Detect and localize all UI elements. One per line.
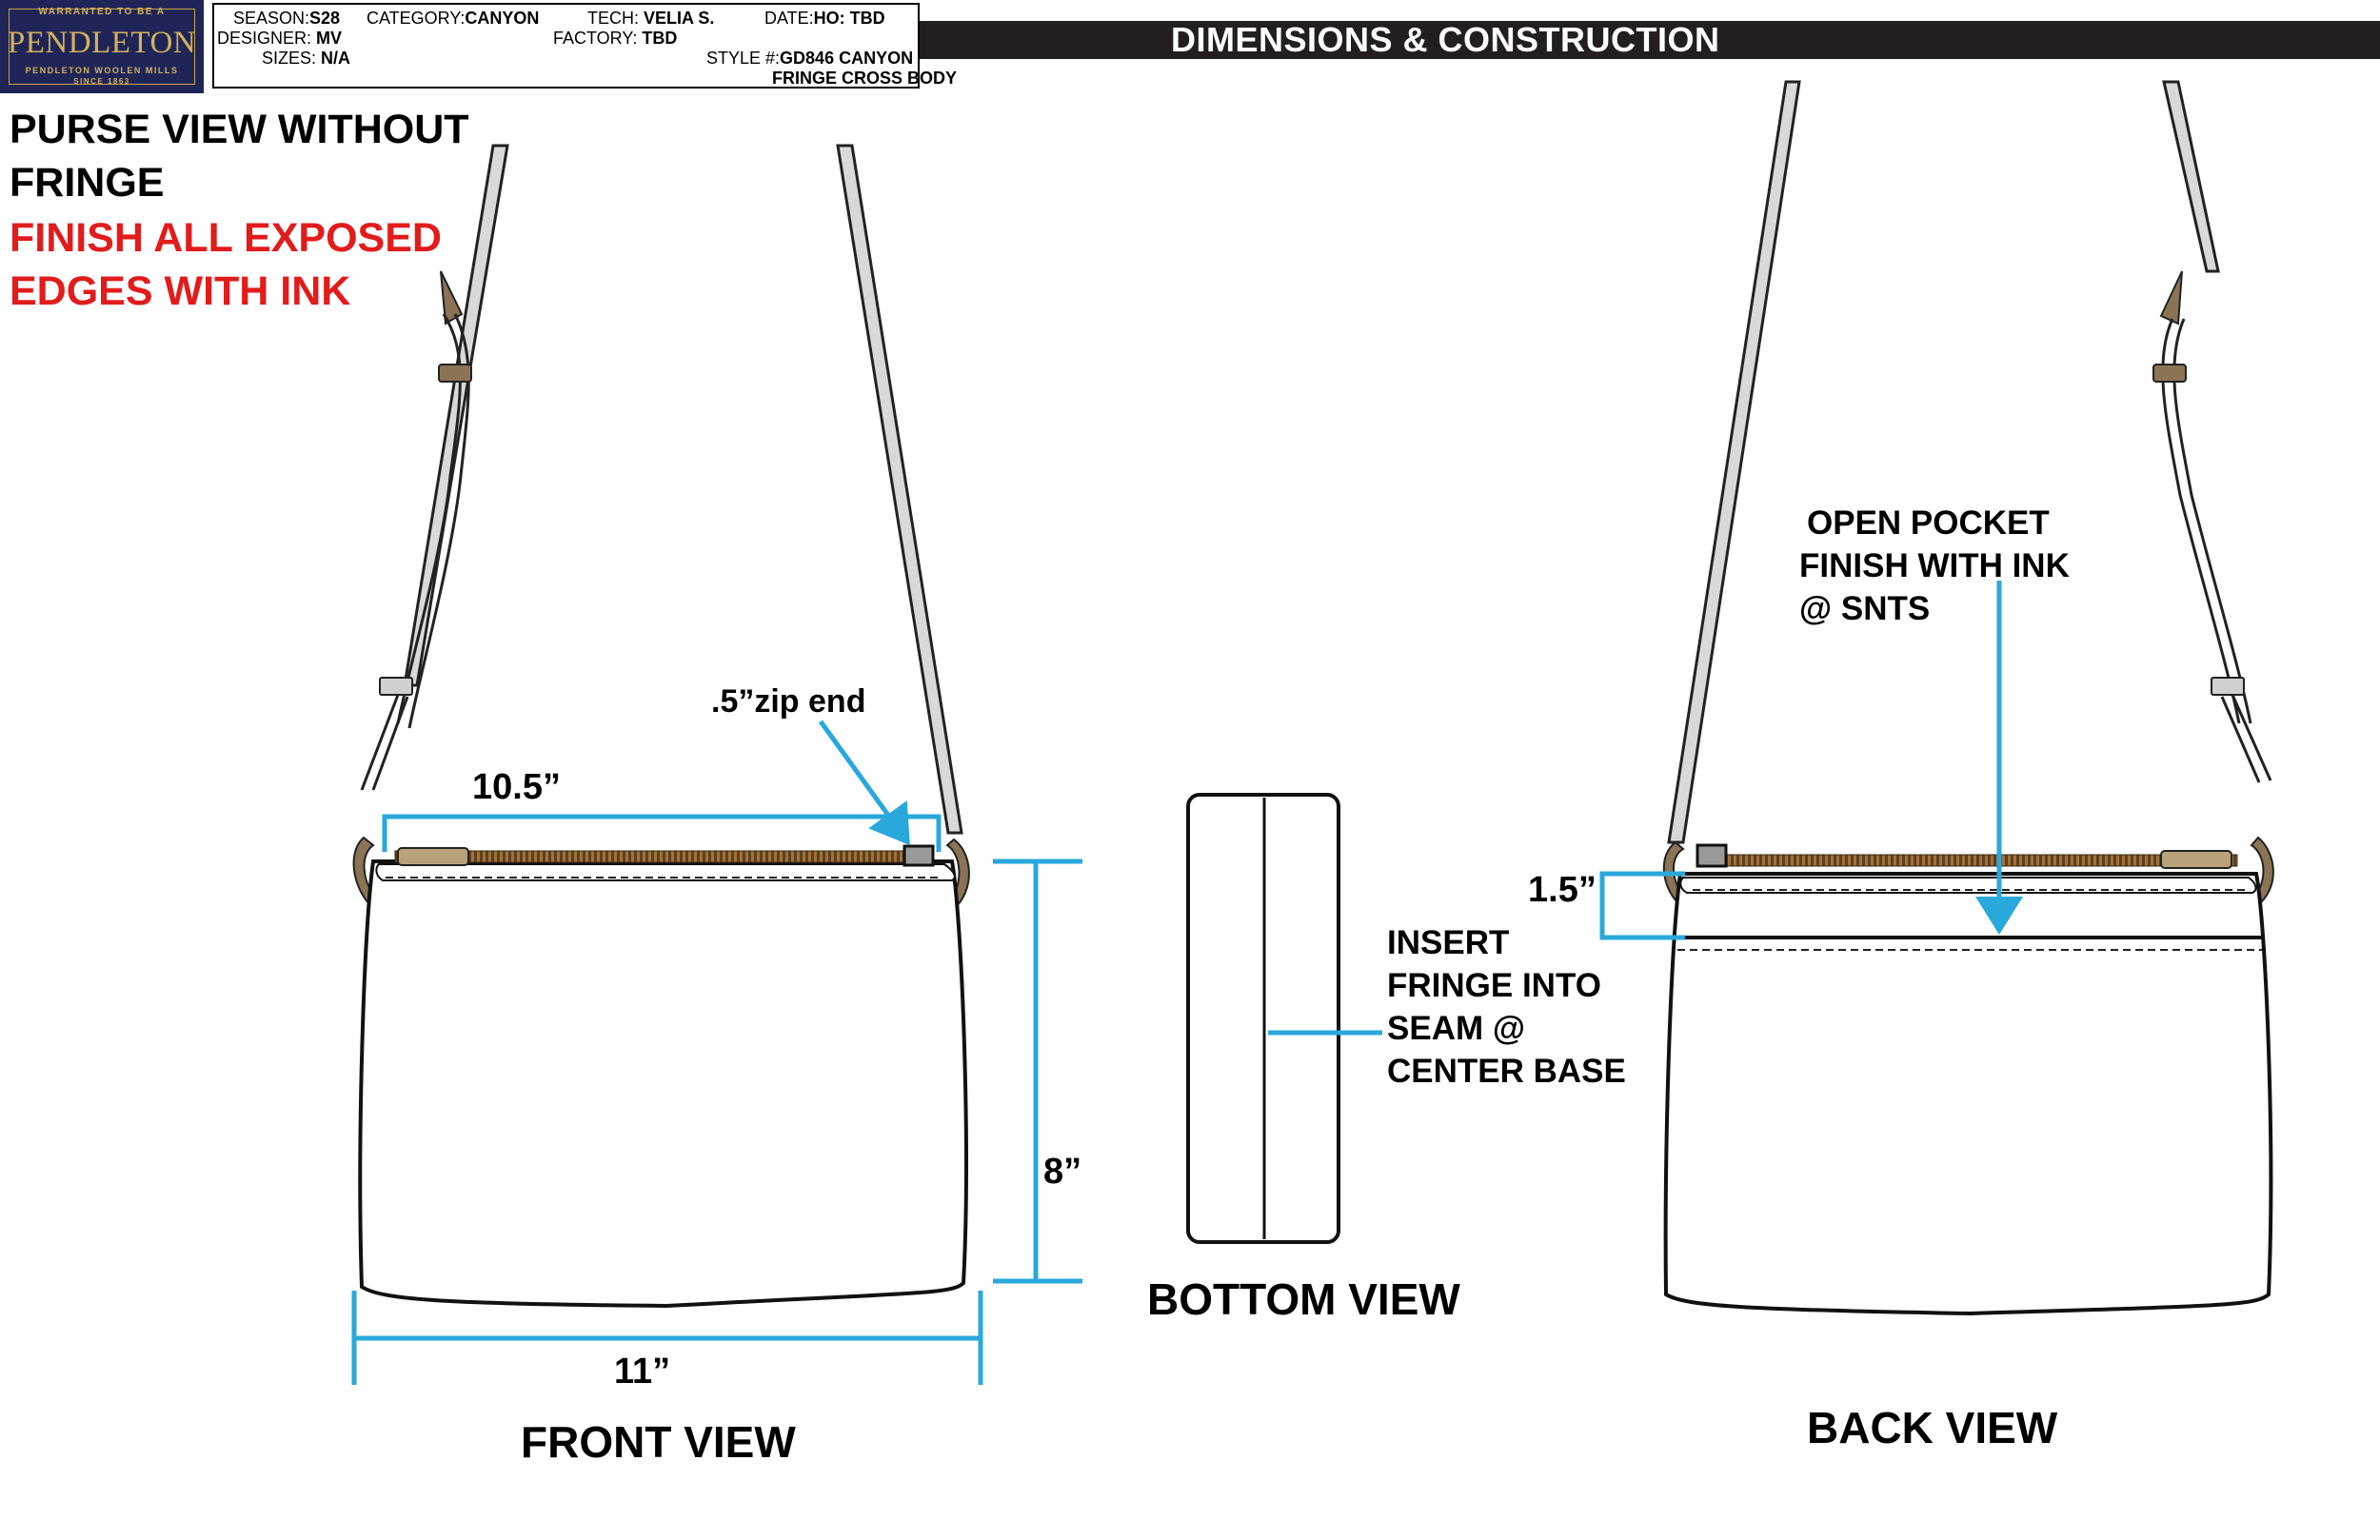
- front-left-strap: [360, 144, 509, 791]
- date-field: DATE:HO: TBD: [764, 9, 885, 28]
- logo-border: [9, 9, 195, 85]
- fringe-callout-text: INSERT FRINGE INTO SEAM @ CENTER BASE: [1387, 921, 1626, 1093]
- logo-since-text: SINCE 1863: [73, 77, 130, 86]
- front-zipper: [394, 850, 924, 863]
- zip-end-tab: [902, 844, 935, 867]
- bottom-view-drawing: [1186, 793, 1382, 1244]
- back-view-drawing: [1599, 80, 2274, 1316]
- top-width-dimension-line: [382, 814, 942, 852]
- logo-brand-text: PENDLETON: [7, 26, 197, 60]
- back-zipper: [1703, 854, 2238, 867]
- logo-warranted-text: WARRANTED TO BE A: [38, 7, 166, 17]
- section-title-bar: DIMENSIONS & CONSTRUCTION: [920, 21, 2380, 59]
- logo-mills-text: PENDLETON WOOLEN MILLS: [25, 66, 179, 75]
- bottom-width-label: 11”: [614, 1352, 671, 1392]
- section-title: DIMENSIONS & CONSTRUCTION: [1171, 20, 1720, 59]
- style-field-line2: FRINGE CROSS BODY: [772, 69, 958, 88]
- top-width-label: 10.5”: [472, 767, 561, 807]
- zip-end-label: .5”zip end: [711, 683, 866, 720]
- note-line-2: FRINGE: [10, 160, 165, 206]
- factory-field: FACTORY: TBD: [553, 29, 678, 48]
- front-right-strap: [836, 144, 963, 835]
- season-field: SEASON:S28: [233, 9, 341, 28]
- bottom-view-label: BOTTOM VIEW: [1147, 1274, 1460, 1324]
- fringe-callout-line-4: CENTER BASE: [1387, 1053, 1626, 1090]
- spec-info-box: SEASON:S28 CATEGORY:CANYON TECH: VELIA S…: [212, 3, 957, 89]
- height-label: 8”: [1043, 1152, 1082, 1192]
- front-view-label: FRONT VIEW: [521, 1417, 796, 1467]
- zipper-pull: [397, 847, 469, 866]
- pocket-callout-line-1: OPEN POCKET: [1807, 504, 2050, 542]
- pendleton-logo: WARRANTED TO BE A PENDLETON PENDLETON WO…: [0, 0, 204, 93]
- style-field: STYLE #:GD846 CANYON: [706, 49, 914, 68]
- fringe-callout-line-3: SEAM @: [1387, 1010, 1525, 1047]
- category-field: CATEGORY:CANYON: [367, 9, 540, 28]
- zip-end-arrow: [818, 720, 910, 846]
- note-red-line-1: FINISH ALL EXPOSED: [10, 215, 442, 261]
- designer-field: DESIGNER: MV: [217, 29, 343, 48]
- sizes-field: SIZES: N/A: [262, 49, 351, 68]
- note-line-1: PURSE VIEW WITHOUT: [10, 107, 469, 152]
- front-bag-body: [358, 859, 968, 1309]
- back-left-strap: [1667, 80, 1801, 844]
- pocket-callout-line-2: FINISH WITH INK: [1799, 547, 2070, 584]
- pocket-depth-dimension-line: [1599, 871, 1685, 940]
- pocket-callout-line-3: @ SNTS: [1799, 590, 1931, 627]
- back-view-label: BACK VIEW: [1807, 1403, 2058, 1452]
- tech-field: TECH: VELIA S.: [587, 9, 715, 28]
- fringe-callout-line-2: FRINGE INTO: [1387, 967, 1601, 1004]
- front-view-drawing: [351, 144, 1082, 1385]
- back-right-strap: [2152, 80, 2272, 783]
- fringe-callout-line-1: INSERT: [1387, 924, 1510, 961]
- pocket-callout-text: OPEN POCKET FINISH WITH INK @ SNTS: [1799, 502, 2070, 630]
- back-bag-body: [1663, 872, 2273, 1316]
- note-red-line-2: EDGES WITH INK: [10, 268, 351, 314]
- pocket-depth-label: 1.5”: [1528, 870, 1597, 910]
